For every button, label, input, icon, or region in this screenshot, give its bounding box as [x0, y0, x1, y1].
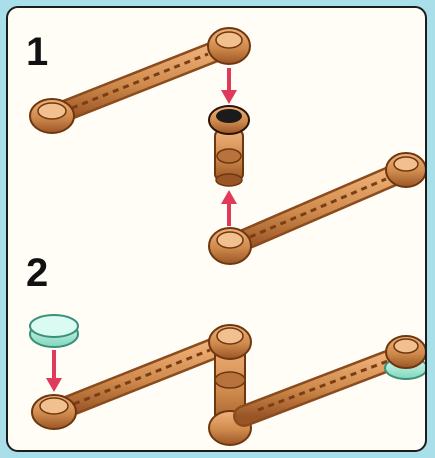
mint-cap-icon [30, 315, 78, 347]
instruction-panel: 1 2 [6, 6, 427, 452]
joint-connector-icon [209, 106, 249, 186]
arrow-down-icon [46, 350, 62, 392]
arrow-down-icon [221, 68, 237, 104]
copper-link-icon [32, 342, 230, 429]
joint-connector-icon [209, 325, 251, 445]
arrow-up-icon [221, 190, 237, 226]
copper-link-icon [244, 336, 427, 416]
assembly-illustration [8, 8, 427, 452]
